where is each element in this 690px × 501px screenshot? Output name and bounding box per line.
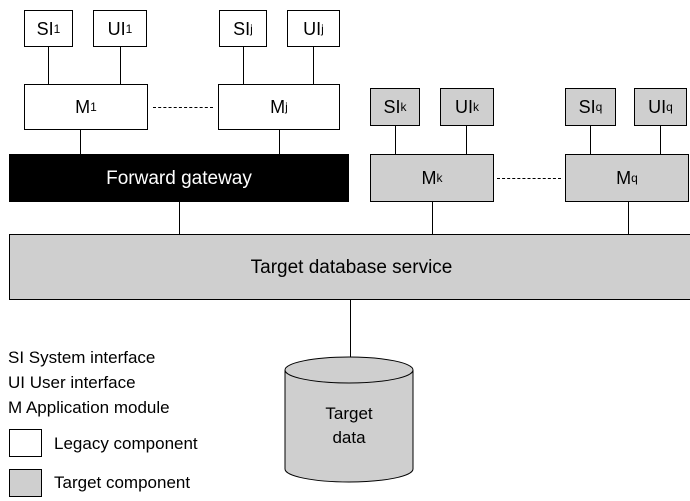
ellipsis-connector-target (497, 178, 561, 179)
connector-mj-gateway (279, 130, 280, 154)
label-subscript: q (595, 100, 603, 114)
legend-target-component: Target component (54, 473, 191, 492)
target-data-label-line2: data (332, 428, 366, 447)
label-base: UI (648, 97, 667, 117)
label-subscript: j (321, 21, 324, 36)
label-base: M (421, 168, 437, 188)
label-subscript: k (436, 171, 443, 185)
label-base: UI (303, 18, 322, 39)
connector-uiq-mq (660, 126, 661, 154)
cylinder-top (284, 356, 414, 384)
label-base: UI (107, 18, 126, 39)
ellipsis-connector-legacy (153, 107, 213, 108)
label-subscript: q (666, 100, 673, 114)
label-subscript: k (400, 100, 407, 114)
connector-sij-mj (243, 47, 244, 84)
label-base: SI (383, 97, 401, 117)
label-subscript: j (285, 100, 288, 114)
cylinder-body (284, 370, 414, 483)
label-base: SI (233, 18, 251, 39)
target-database-service: Target database service (9, 234, 690, 300)
label-subscript: 1 (90, 100, 97, 114)
legend-legacy-component: Legacy component (54, 434, 198, 453)
target-data-label-line1: Target (325, 404, 373, 423)
connector-uik-mk (466, 126, 467, 154)
label-subscript: 1 (53, 21, 61, 36)
connector-sik-mk (395, 126, 396, 154)
connector-m1-gateway (80, 130, 81, 154)
label-base: UI (455, 97, 473, 117)
label-base: M (616, 168, 632, 188)
connector-service-data (350, 300, 351, 363)
connector-uij-mj (313, 47, 314, 84)
gateway-label: Forward gateway (106, 167, 252, 189)
connector-mq-service (628, 202, 629, 234)
label-base: M (270, 97, 286, 117)
connector-ui1-m1 (120, 47, 121, 84)
connector-mk-service (432, 202, 433, 234)
legend-system-interface: SI System interface (8, 348, 156, 367)
service-label: Target database service (250, 256, 453, 278)
legend-user-interface: UI User interface (8, 373, 136, 392)
legend-swatch-target (9, 469, 42, 497)
label-base: SI (36, 18, 54, 39)
legend-swatch-legacy (9, 429, 42, 457)
label-subscript: j (250, 21, 253, 36)
label-base: M (75, 97, 91, 117)
label-subscript: q (631, 171, 638, 185)
target-data-cylinder (284, 356, 414, 483)
label-subscript: k (473, 100, 479, 114)
connector-si1-m1 (48, 47, 49, 84)
label-subscript: 1 (125, 21, 133, 36)
connector-siq-mq (590, 126, 591, 154)
forward-gateway: Forward gateway (9, 154, 349, 202)
legend-application-module: M Application module (8, 398, 170, 417)
connector-gateway-service (179, 202, 180, 234)
label-base: SI (578, 97, 596, 117)
